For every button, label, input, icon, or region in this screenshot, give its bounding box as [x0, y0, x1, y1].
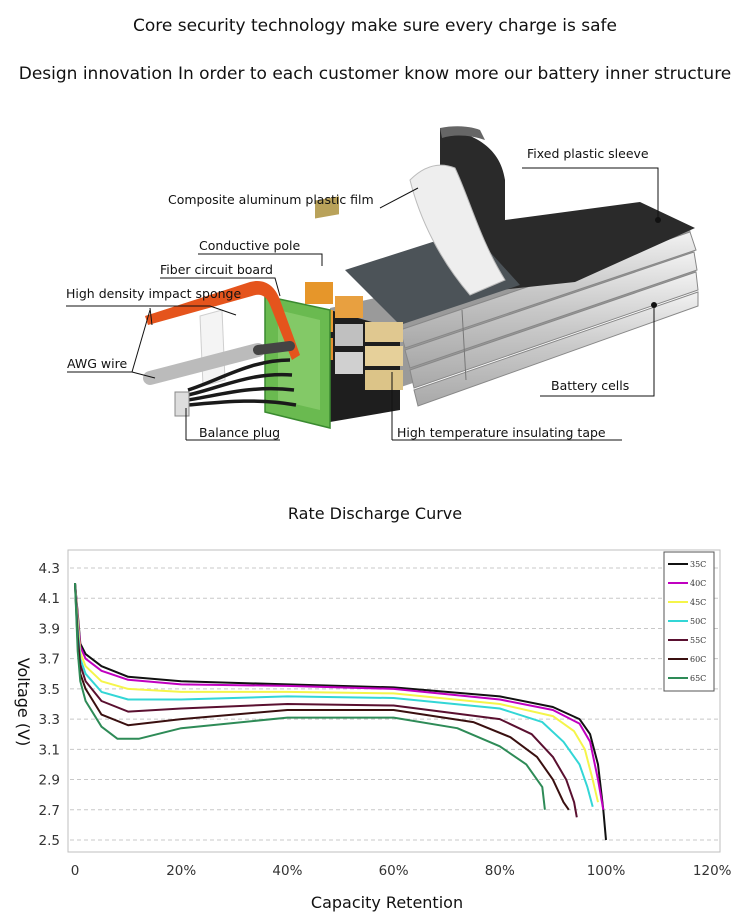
discharge-chart: 2.5 2.7 2.9 3.1 3.3 3.5 3.7 3.9 4.1 4.3 0 20% 40% 60…: [14, 549, 732, 912]
x-tick-labels: 0 20% 40% 60% 80% 100% 120%: [71, 863, 732, 879]
series-line-35C: [74, 583, 607, 841]
series-lines: [74, 583, 607, 841]
balance-wires: [187, 358, 297, 407]
awg-wire: [143, 341, 295, 385]
legend-label: 65C: [690, 674, 706, 683]
y-tick-label: 3.5: [39, 682, 60, 698]
label-balance-plug: Balance plug: [199, 425, 280, 440]
x-tick-label: 40%: [272, 863, 302, 879]
battery-structure-diagram: Fixed plastic sleeve Composite aluminum …: [66, 126, 699, 441]
legend-label: 60C: [690, 655, 706, 664]
label-awg-wire: AWG wire: [67, 356, 127, 371]
legend-label: 50C: [690, 617, 706, 626]
series-line-60C: [74, 583, 570, 811]
legend-label: 35C: [690, 560, 706, 569]
y-tick-label: 3.7: [39, 652, 60, 668]
aluminum-film: [409, 164, 506, 296]
y-tick-label: 3.3: [39, 712, 60, 728]
balance-plug: [174, 391, 190, 417]
x-tick-label: 120%: [693, 863, 732, 879]
x-tick-label: 80%: [485, 863, 515, 879]
plot-frame: [67, 549, 721, 853]
label-fixed-plastic-sleeve: Fixed plastic sleeve: [527, 146, 649, 161]
series-line-40C: [74, 583, 605, 810]
x-tick-label: 60%: [379, 863, 409, 879]
legend-label: 55C: [690, 636, 706, 645]
label-impact-sponge: High density impact sponge: [66, 286, 241, 301]
x-tick-label: 0: [71, 863, 80, 879]
y-tick-label: 3.9: [39, 621, 60, 637]
x-tick-label: 100%: [587, 863, 626, 879]
legend-label: 45C: [690, 598, 706, 607]
headline-design: Design innovation In order to each custo…: [18, 64, 732, 84]
y-tick-label: 2.7: [39, 803, 60, 819]
battery-cell-stack: [330, 228, 699, 408]
label-fiber-circuit-board: Fiber circuit board: [160, 262, 273, 277]
headline-safety: Core security technology make sure every…: [132, 16, 618, 36]
series-line-45C: [74, 583, 599, 803]
x-axis-label: Capacity Retention: [311, 893, 463, 912]
y-tick-labels: 2.5 2.7 2.9 3.1 3.3 3.5 3.7 3.9 4.1 4.3: [39, 561, 60, 849]
y-tick-label: 2.9: [39, 773, 60, 789]
legend: 35C 40C 45C 50C 55C 60C 65C: [663, 551, 715, 692]
series-line-50C: [74, 583, 594, 808]
chart-title: Rate Discharge Curve: [287, 504, 463, 523]
label-insulating-tape: High temperature insulating tape: [397, 425, 606, 440]
label-composite-film: Composite aluminum plastic film: [168, 192, 374, 207]
legend-label: 40C: [690, 579, 706, 588]
y-tick-label: 4.1: [39, 591, 60, 607]
label-conductive-pole: Conductive pole: [199, 238, 301, 253]
x-tick-label: 20%: [166, 863, 196, 879]
impact-sponge: [145, 280, 300, 360]
y-tick-label: 4.3: [39, 561, 60, 577]
series-line-55C: [74, 583, 578, 818]
y-axis-label: Voltage (V): [14, 658, 33, 747]
series-line-65C: [74, 583, 546, 810]
y-tick-label: 2.5: [39, 833, 60, 849]
y-tick-label: 3.1: [39, 742, 60, 758]
label-battery-cells: Battery cells: [551, 378, 629, 393]
